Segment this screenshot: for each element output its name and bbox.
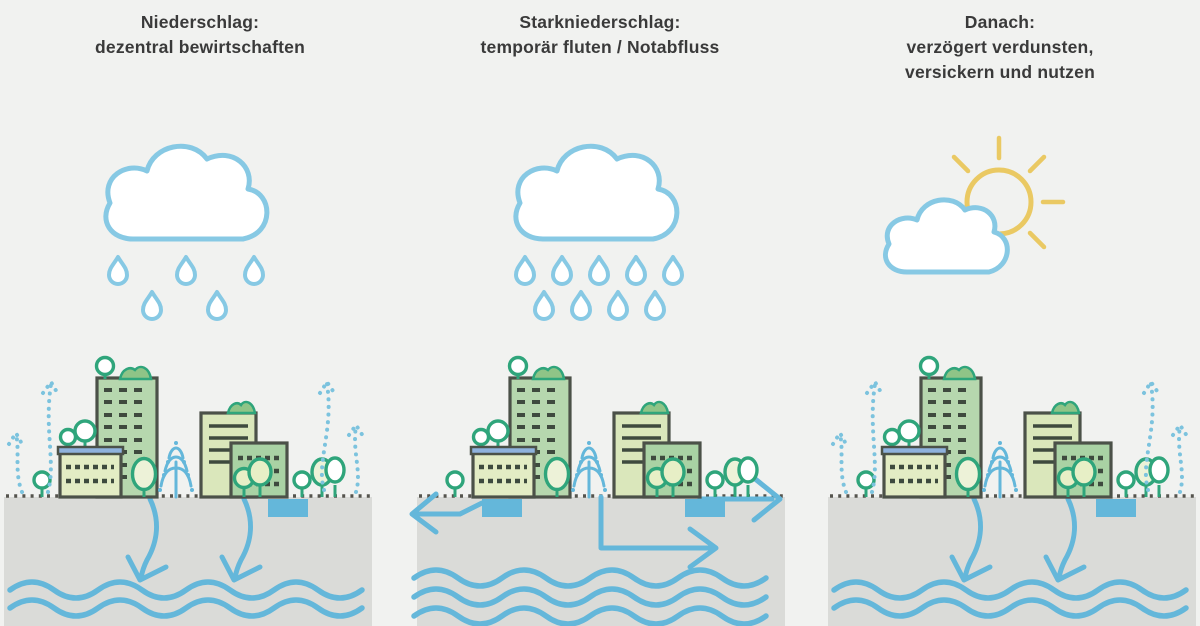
- panel-1-title: Niederschlag: dezentral bewirtschaften: [0, 10, 400, 60]
- storage-tank: [482, 499, 522, 517]
- city-block: [858, 358, 1168, 498]
- panel-danach: Danach: verzögert verdunsten, versickern…: [800, 0, 1200, 626]
- heavy-rain-cloud-icon: [516, 146, 684, 321]
- panel-1-illustration: [4, 0, 372, 626]
- title-line: Danach:: [964, 12, 1036, 32]
- sun-behind-cloud-icon: [885, 135, 1066, 272]
- panel-3-title: Danach: verzögert verdunsten, versickern…: [800, 10, 1200, 85]
- city-block: [34, 358, 344, 498]
- sun-icon: [951, 135, 1066, 250]
- cloud-icon: [885, 200, 1007, 272]
- panel-2-title: Starkniederschlag: temporär fluten / Not…: [400, 10, 800, 60]
- panel-niederschlag: Niederschlag: dezentral bewirtschaften: [0, 0, 400, 626]
- panel-starkniederschlag: Starkniederschlag: temporär fluten / Not…: [400, 0, 800, 626]
- title-line: verzögert verdunsten,: [906, 36, 1094, 57]
- panel-3-illustration: [828, 135, 1196, 626]
- storage-tank: [1096, 499, 1136, 517]
- city-block: [447, 358, 757, 498]
- title-line: versickern und nutzen: [905, 61, 1095, 82]
- title-line: Starkniederschlag:: [519, 12, 681, 32]
- title-line: Niederschlag:: [140, 12, 260, 32]
- overflow-arrow-right: [697, 475, 783, 523]
- storage-tank: [685, 499, 725, 517]
- title-line: dezentral bewirtschaften: [95, 36, 305, 57]
- overflow-arrow-left: [409, 491, 485, 535]
- storage-tank: [268, 499, 308, 517]
- title-line: temporär fluten / Notabfluss: [480, 36, 720, 57]
- rain-cloud-icon: [106, 146, 267, 321]
- overflow-arrow-down-right: [598, 494, 719, 570]
- panel-2-illustration: [409, 0, 785, 626]
